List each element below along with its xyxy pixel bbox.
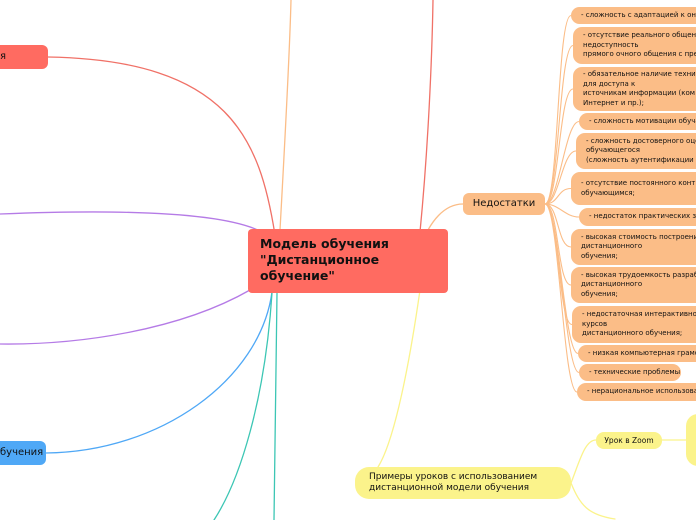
- disadvantage-item-line: источникам информации (ком: [583, 89, 696, 97]
- topic-disadvantages[interactable]: Недостатки: [463, 193, 545, 215]
- connector-examples: [377, 289, 421, 468]
- disadvantage-item-line: - сложность достоверного оцен: [586, 136, 696, 145]
- disadvantage-item-line: - сложность мотивации обучающ: [589, 116, 696, 125]
- branch-label: бучения: [0, 447, 44, 458]
- disadvantage-item-line: - недостаточная интерактивнос: [582, 310, 696, 319]
- topic-label: Недостатки: [472, 198, 536, 209]
- topic-examples[interactable]: Примеры уроков с использованием дистанци…: [355, 467, 571, 499]
- disadvantage-item-line: обучения;: [581, 251, 618, 260]
- connector-teal-a: [213, 292, 273, 520]
- central-topic-line: обучение": [260, 268, 335, 283]
- branch-label: я: [0, 51, 7, 62]
- connector-up-red: [419, 0, 434, 233]
- subtopic-label: Урок в Zoom: [604, 436, 654, 445]
- connector-up-orange: [279, 0, 292, 231]
- disadvantage-item-line: Интернет и пр.);: [583, 98, 644, 107]
- connector-disadvantage-item: [544, 203, 578, 393]
- connector-disadvantage-item: [544, 120, 580, 205]
- connector-example-2: [570, 482, 616, 520]
- disadvantage-item-line: - отсутствие постоянного контро: [581, 179, 696, 187]
- branch-node-red-partial[interactable]: я: [0, 45, 48, 69]
- subtopic-zoom-child[interactable]: [686, 414, 696, 466]
- connector-teal-b: [273, 292, 278, 520]
- connector-purple-upper: [0, 211, 263, 233]
- disadvantage-item-line: - отсутствие реального общени: [583, 31, 696, 40]
- topic-label: Примеры уроков с использованием дистанци…: [369, 472, 538, 493]
- disadvantage-item-line: - недостаток практических занят: [589, 212, 696, 221]
- connector-disadvantage-item: [544, 203, 573, 326]
- disadvantage-item[interactable]: - сложность мотивации обучающ: [579, 113, 696, 130]
- disadvantage-item-line: - нерациональное использовани: [587, 387, 696, 396]
- disadvantage-item-line: обучения;: [581, 289, 618, 298]
- disadvantage-item[interactable]: - сложность с адаптацией к онлай: [571, 7, 696, 24]
- connector-disadvantage-item: [544, 150, 577, 205]
- central-topic-line: "Дистанционное: [260, 252, 380, 267]
- disadvantage-item-line: - сложность с адаптацией к онлай: [581, 10, 696, 19]
- connector-disadvantage-item: [544, 14, 572, 205]
- disadvantage-item-line: дистанционного обучения;: [582, 329, 683, 338]
- disadvantage-item[interactable]: - низкая компьютерная грамотн: [578, 345, 696, 362]
- connector-red-left: [47, 56, 276, 236]
- disadvantage-item-line: - высокая трудоемкость разраб: [581, 270, 696, 279]
- central-topic-line: Модель обучения: [260, 236, 389, 251]
- connector-blue-left: [45, 291, 273, 454]
- disadvantage-item[interactable]: - недостаток практических занят: [579, 208, 696, 226]
- connector-zoom: [570, 439, 597, 484]
- disadvantage-item-line: для доступа к: [583, 79, 636, 88]
- branch-node-blue-partial[interactable]: бучения: [0, 441, 46, 465]
- disadvantage-item-line: прямого очного общения с пре: [583, 50, 696, 59]
- disadvantage-item-line: - технические проблемы;: [589, 367, 681, 376]
- disadvantage-item[interactable]: - нерациональное использовани: [577, 383, 696, 401]
- disadvantage-item-line: курсов: [582, 319, 608, 328]
- connector-purple-lower: [0, 289, 251, 345]
- central-topic[interactable]: Модель обучения "Дистанционное обучение": [248, 229, 448, 293]
- connector-disadvantage-item: [544, 88, 574, 205]
- subtopic-zoom-lesson[interactable]: Урок в Zoom: [596, 432, 662, 449]
- connector-disadvantage-item: [544, 44, 574, 205]
- disadvantage-item-line: дистанционного: [581, 280, 643, 289]
- disadvantage-item-line: обучающегося: [586, 146, 640, 155]
- connector-disadvantage-item: [544, 187, 572, 205]
- disadvantage-item-line: недоступность: [583, 40, 639, 49]
- disadvantage-item-line: обучающимся;: [581, 188, 635, 197]
- disadvantage-item-line: - обязательное наличие техни: [583, 70, 696, 78]
- disadvantage-item[interactable]: - технические проблемы;: [579, 364, 681, 381]
- disadvantage-item-line: (сложность аутентификации пол: [586, 155, 696, 164]
- disadvantage-item-line: - низкая компьютерная грамотн: [588, 348, 696, 357]
- disadvantage-item-line: - высокая стоимость построени: [581, 232, 696, 241]
- disadvantage-item-line: дистанционного: [581, 242, 643, 251]
